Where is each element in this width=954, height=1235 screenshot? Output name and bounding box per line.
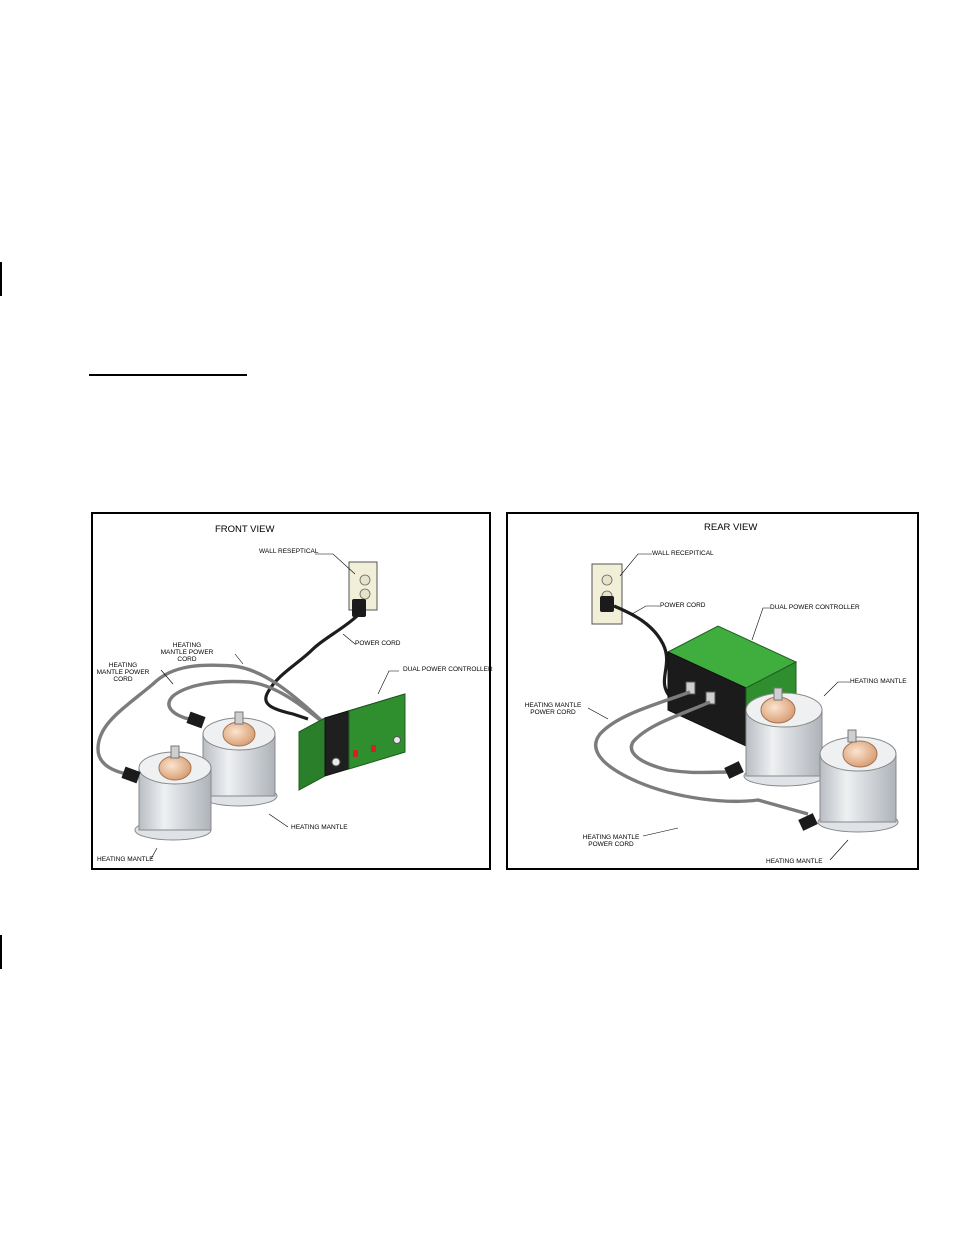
heating-mantle-rear-2 (798, 729, 899, 833)
front-view-panel: FRONT VIEW WALL RESEPTICAL POWER CORD DU… (91, 512, 493, 870)
leader-lines-rear (587, 553, 850, 861)
rear-mantle-label-1: HEATING MANTLE (850, 678, 907, 685)
wall-receptacle-rear (591, 563, 623, 625)
rear-mantle-cord-label-1: HEATING MANTLE POWER CORD (524, 702, 582, 716)
wall-receptacle-front (348, 561, 378, 617)
front-wall-label: WALL RESEPTICAL (259, 548, 319, 555)
rear-controller-label: DUAL POWER CONTROLLER (770, 604, 860, 611)
mantle-cord-1-front (96, 663, 325, 778)
heating-mantle-rear-1 (724, 687, 825, 787)
front-mantle-cord-label-1: HEATING MANTLE POWER CORD (160, 642, 214, 663)
rear-view-illustration (587, 553, 899, 861)
power-cord-front (264, 614, 359, 721)
rear-view-title: REAR VIEW (704, 522, 758, 533)
front-mantle-label-1: HEATING MANTLE (97, 856, 154, 863)
mantle-cord-2-front (167, 679, 327, 726)
rear-mantle-cord-label-2: HEATING MANTLE POWER CORD (582, 834, 640, 848)
section-title-underline (89, 374, 247, 376)
front-mantle-label-2: HEATING MANTLE (291, 824, 348, 831)
rear-power-cord-label: POWER CORD (660, 602, 706, 609)
leader-lines-front (150, 553, 399, 860)
heating-mantle-front-2 (186, 711, 278, 807)
heating-mantle-front-1 (121, 745, 212, 841)
mantle-cord-2-rear (629, 700, 729, 775)
front-view-illustration (96, 553, 406, 860)
rear-mantle-label-2: HEATING MANTLE (766, 858, 823, 865)
page-edge-mark-top (0, 262, 2, 296)
front-mantle-cord-label-2: HEATING MANTLE POWER CORD (96, 662, 150, 683)
page-edge-mark-bottom (0, 935, 2, 969)
front-controller-label: DUAL POWER CONTROLLER (403, 666, 493, 673)
mantle-cord-1-rear (594, 690, 809, 816)
rear-wall-label: WALL RECEPITICAL (652, 550, 714, 557)
front-view-title: FRONT VIEW (215, 524, 275, 535)
dual-power-controller-front (298, 693, 406, 791)
front-power-cord-label: POWER CORD (355, 640, 401, 647)
rear-view-panel: REAR VIEW WALL RECEPITICAL POWER CORD DU… (506, 512, 919, 870)
